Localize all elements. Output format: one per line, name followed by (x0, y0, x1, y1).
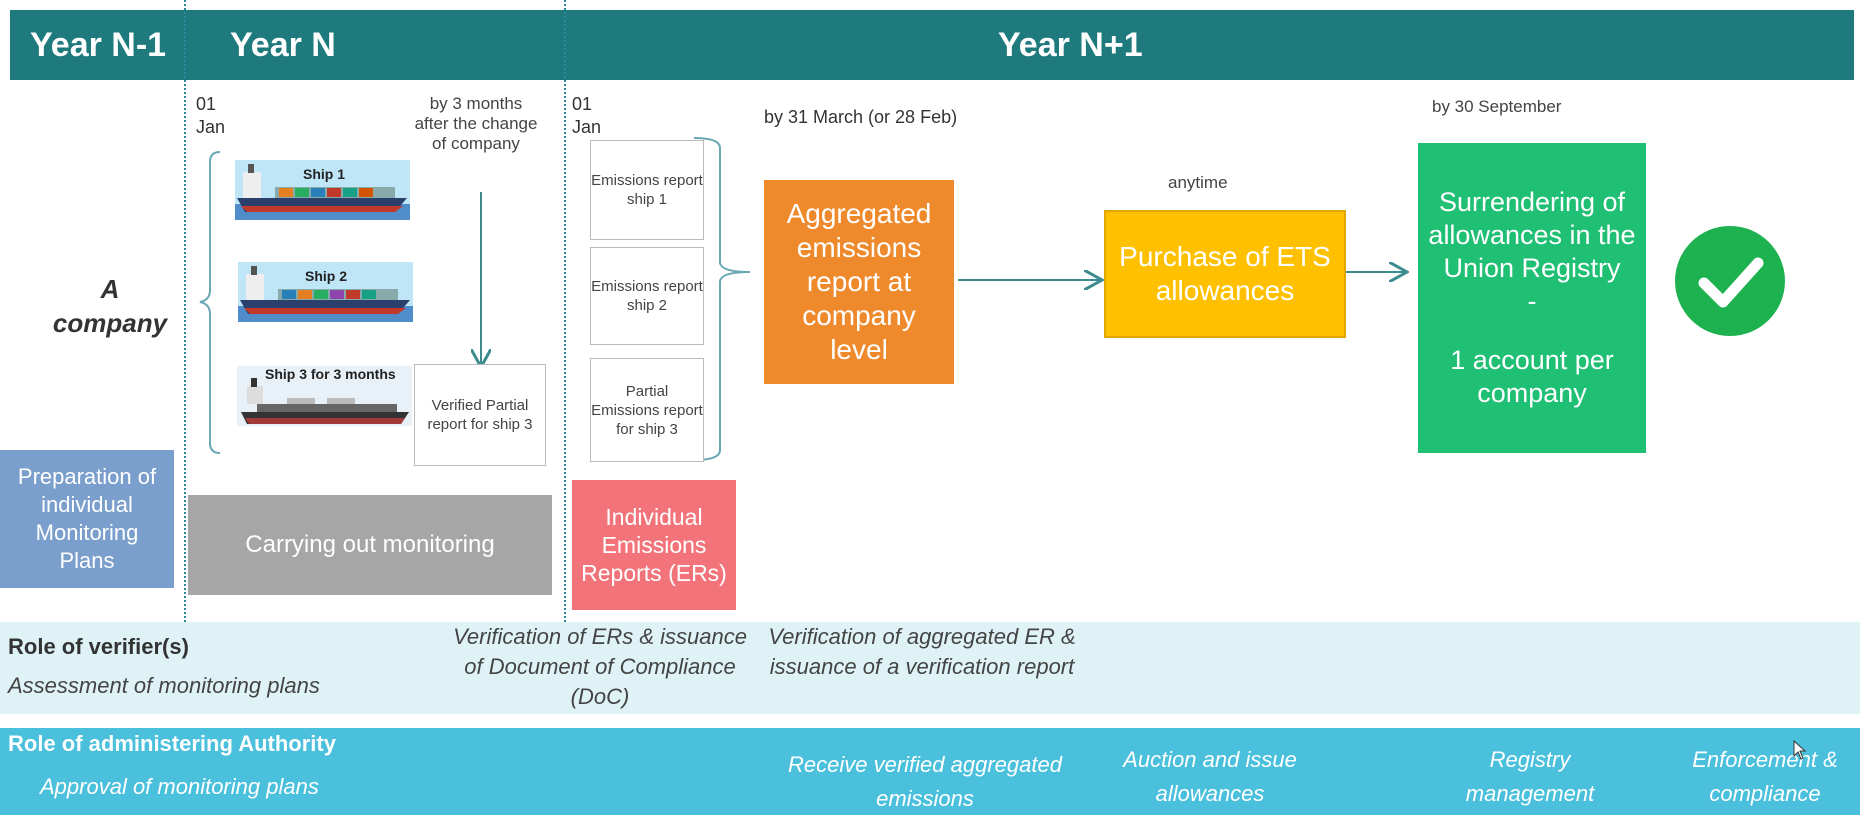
emissions-report-ship-1: Emissions report ship 1 (590, 140, 704, 240)
date-jan-next-day: 01 (572, 94, 593, 114)
carrying-out-monitoring-box: Carrying out monitoring (188, 495, 552, 595)
company-label: A company (52, 274, 168, 338)
ship-3-label: Ship 3 for 3 months (265, 366, 396, 382)
aggregated-emissions-report-box: Aggregated emissions report at company l… (764, 180, 954, 384)
surrendering-allowances-box: Surrendering of allowances in the Union … (1418, 143, 1646, 453)
authority-title: Role of administering Authority (8, 731, 336, 756)
authority-role-band (0, 728, 1860, 815)
container-ship-icon (238, 262, 413, 322)
anytime-text: anytime (1168, 173, 1228, 192)
header-year-next: Year N+1 (998, 26, 1143, 64)
change-deadline-text: by 3 months after the change of company (414, 94, 538, 153)
verifier-assessment: Assessment of monitoring plans (8, 673, 320, 698)
authority-registry: Registry management (1465, 747, 1595, 806)
ships-bracket (199, 151, 221, 454)
verifier-verification-ers: Verification of ERs & issuance of Docume… (453, 624, 747, 709)
verifier-role-band (0, 622, 1860, 714)
separator-line-n (184, 0, 186, 622)
separator-line-next (564, 0, 566, 622)
header-year-n: Year N (230, 26, 336, 64)
check-circle-icon (1675, 226, 1785, 336)
ship-2-label: Ship 2 (305, 268, 348, 284)
ship-1-label: Ship 1 (303, 166, 346, 182)
container-ship-icon (237, 366, 412, 426)
ship-1-image (235, 160, 410, 220)
ship-2-image (238, 262, 413, 322)
mouse-cursor-icon (1793, 740, 1807, 760)
date-jan-next-month: Jan (572, 117, 602, 137)
container-ship-icon (235, 160, 410, 220)
authority-auction: Auction and issue allowances (1123, 747, 1297, 806)
date-jan-n-month: Jan (196, 117, 226, 137)
preparation-monitoring-plans-box: Preparation of individual Monitoring Pla… (0, 450, 174, 588)
purchase-ets-allowances-box: Purchase of ETS allowances (1104, 210, 1346, 338)
date-jan-n-day: 01 (196, 94, 217, 114)
timeline-header: Year N-1 Year N Year N+1 (10, 10, 1854, 80)
authority-receive: Receive verified aggregated emissions (788, 752, 1062, 811)
surrendering-dash: - (1527, 286, 1537, 316)
ship-3-image (237, 366, 412, 426)
authority-approval: Approval of monitoring plans (40, 774, 319, 799)
surrendering-text: Surrendering of allowances in the Union … (1428, 187, 1636, 283)
authority-enforcement: Enforcement & compliance (1692, 747, 1838, 806)
individual-emissions-reports-box: Individual Emissions Reports (ERs) (572, 480, 736, 610)
partial-emissions-report-ship-3: Partial Emissions report for ship 3 (590, 358, 704, 462)
verified-partial-report-box: Verified Partial report for ship 3 (414, 364, 546, 466)
emissions-report-ship-2: Emissions report ship 2 (590, 247, 704, 345)
header-year-prev: Year N-1 (30, 26, 167, 64)
september-deadline-text: by 30 September (1432, 97, 1562, 116)
verifier-title: Role of verifier(s) (8, 634, 189, 659)
surrendering-account-text: 1 account per company (1450, 345, 1614, 408)
march-deadline-text: by 31 March (or 28 Feb) (764, 107, 958, 127)
verifier-verification-aggregated: Verification of aggregated ER & issuance… (768, 624, 1076, 679)
